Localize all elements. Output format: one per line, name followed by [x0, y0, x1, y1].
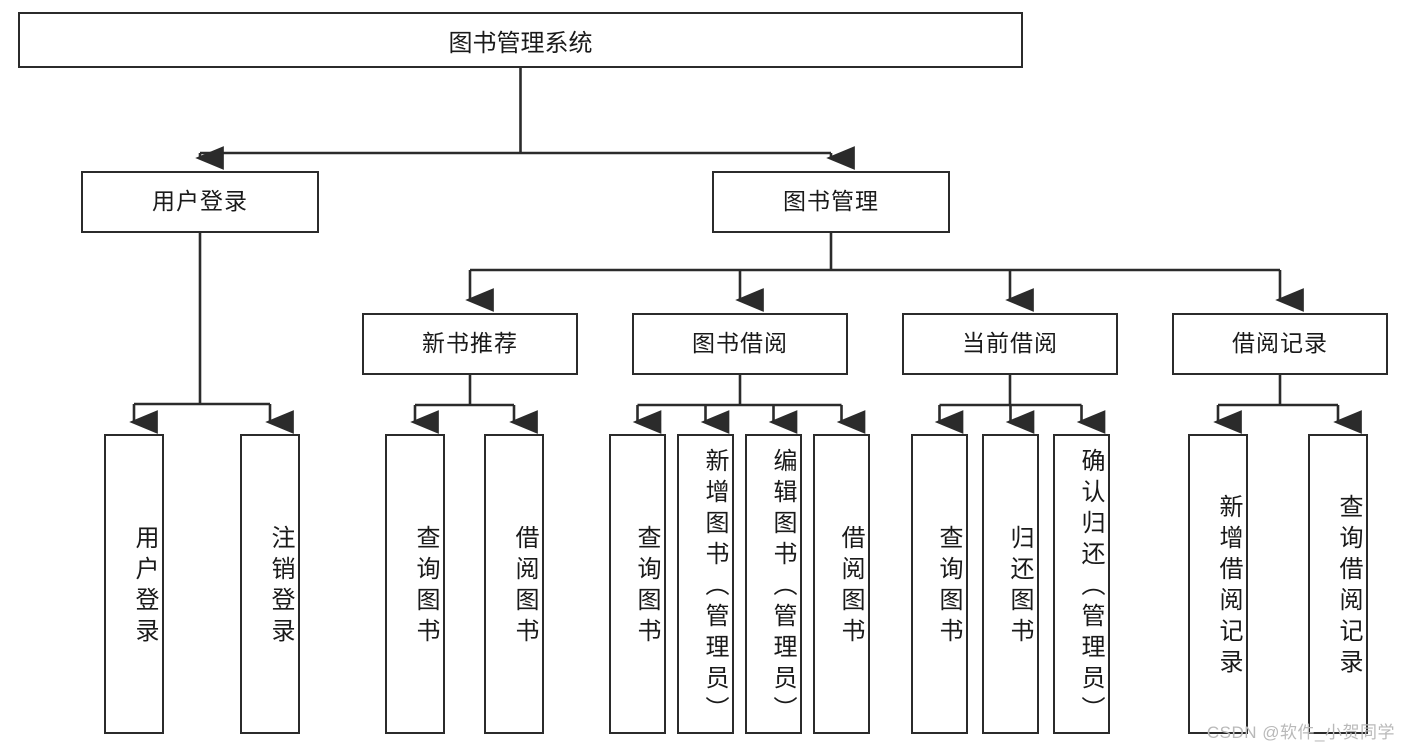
node-level2-borrow-records[interactable]: 借阅记录	[1172, 313, 1388, 375]
node-label: 注销登录	[267, 525, 294, 649]
node-level2-book-borrow[interactable]: 图书借阅	[632, 313, 848, 375]
node-label: 图书管理	[783, 188, 879, 215]
node-leaf-add-book-admin[interactable]: 新增图书（管理员）	[677, 434, 734, 734]
node-label: 借阅记录	[1232, 330, 1328, 357]
node-label: 编辑图书（管理员）	[769, 447, 796, 727]
node-leaf-borrow-book-recommend[interactable]: 借阅图书	[484, 434, 544, 734]
node-label: 用户登录	[152, 188, 248, 215]
node-leaf-logout[interactable]: 注销登录	[240, 434, 300, 734]
node-leaf-query-book-borrow[interactable]: 查询图书	[609, 434, 666, 734]
node-label: 借阅图书	[511, 525, 538, 649]
node-label: 新书推荐	[422, 330, 518, 357]
node-leaf-query-borrow-record[interactable]: 查询借阅记录	[1308, 434, 1368, 734]
node-label: 查询借阅记录	[1335, 494, 1362, 680]
node-label: 归还图书	[1006, 525, 1033, 649]
node-leaf-add-borrow-record[interactable]: 新增借阅记录	[1188, 434, 1248, 734]
node-leaf-query-book-recommend[interactable]: 查询图书	[385, 434, 445, 734]
node-leaf-query-book-current[interactable]: 查询图书	[911, 434, 968, 734]
node-label: 查询图书	[633, 525, 660, 649]
node-label: 新增借阅记录	[1215, 494, 1242, 680]
node-level2-current-borrow[interactable]: 当前借阅	[902, 313, 1118, 375]
node-label: 图书管理系统	[448, 29, 593, 57]
node-level2-new-book-recommend[interactable]: 新书推荐	[362, 313, 578, 375]
node-leaf-confirm-return-admin[interactable]: 确认归还（管理员）	[1053, 434, 1110, 734]
node-label: 借阅图书	[837, 525, 864, 649]
node-label: 查询图书	[412, 525, 439, 649]
node-label: 图书借阅	[692, 330, 788, 357]
watermark: CSDN @软件_小贺同学	[1206, 723, 1395, 742]
node-label: 用户登录	[131, 525, 158, 649]
node-leaf-borrow-book[interactable]: 借阅图书	[813, 434, 870, 734]
node-root[interactable]: 图书管理系统	[18, 12, 1023, 68]
node-level1-book-management[interactable]: 图书管理	[712, 171, 950, 233]
node-leaf-user-login[interactable]: 用户登录	[104, 434, 164, 734]
node-label: 当前借阅	[962, 330, 1058, 357]
node-label: 查询图书	[935, 525, 962, 649]
node-leaf-return-book[interactable]: 归还图书	[982, 434, 1039, 734]
node-level1-user-login[interactable]: 用户登录	[81, 171, 319, 233]
node-label: 新增图书（管理员）	[701, 447, 728, 727]
node-label: 确认归还（管理员）	[1077, 447, 1104, 727]
node-leaf-edit-book-admin[interactable]: 编辑图书（管理员）	[745, 434, 802, 734]
